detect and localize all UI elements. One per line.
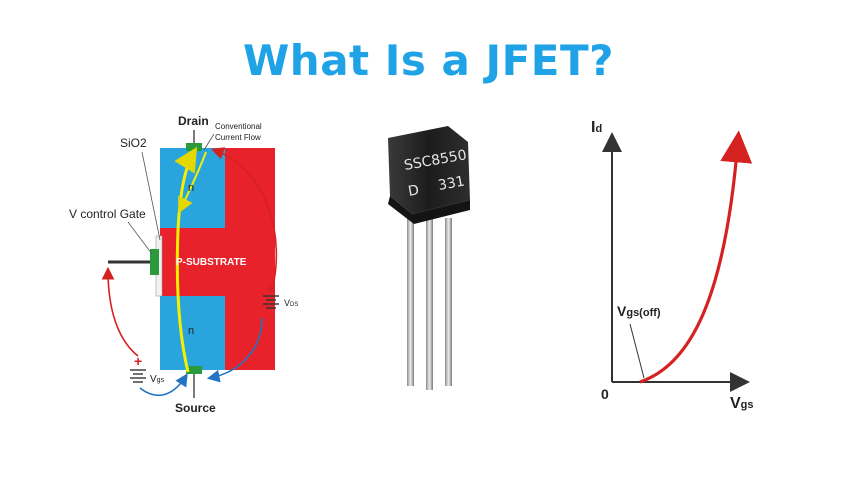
- vgs-battery-icon: [130, 369, 146, 383]
- pinch-off-label: Vgs(off): [617, 303, 661, 319]
- vgs-label-main: V: [150, 374, 157, 385]
- transistor-leg-left: [407, 218, 414, 386]
- vds-return-arrow: [206, 317, 263, 383]
- current-flow-arrow: [174, 146, 198, 373]
- current-flow-arrow-2: [178, 151, 207, 214]
- vds-label-sub: DS: [290, 302, 298, 308]
- x-axis-label-main: V: [730, 395, 741, 412]
- vds-battery-icon: [263, 295, 279, 309]
- flow-pointer: [203, 133, 215, 151]
- origin-label: 0: [601, 386, 609, 402]
- transistor-marking-2a: D: [407, 182, 420, 200]
- n-region-bottom: [160, 296, 225, 370]
- substrate-label: P-SUBSTRATE: [176, 257, 247, 268]
- gate-electrode: [150, 249, 159, 275]
- pinch-off-label-main: V: [617, 303, 627, 319]
- n-region-top-label: n: [188, 182, 194, 194]
- vgs-plus-label: +: [134, 353, 142, 369]
- drain-label: Drain: [178, 114, 209, 128]
- transfer-characteristic-graph: Id Vgs 0 Vgs(off): [591, 119, 754, 412]
- pinch-off-label-sub: gs(off): [626, 307, 661, 319]
- y-axis-label-main: I: [591, 119, 595, 136]
- vgs-loop-arrow: [101, 266, 139, 357]
- transistor-leg-middle: [426, 218, 433, 390]
- vds-plus-label: +: [266, 280, 274, 296]
- source-electrode: [186, 366, 202, 374]
- jfet-structure-diagram: Drain Conventional Current Flow SiO2 V c…: [69, 114, 298, 415]
- source-label: Source: [175, 401, 216, 415]
- x-axis-label: Vgs: [730, 395, 754, 412]
- vgs-label-sub: gs: [157, 377, 165, 384]
- vds-loop-arrow: [210, 147, 278, 291]
- transistor-package-image: SSC8550 D 331: [388, 126, 470, 390]
- y-axis-label-sub: d: [595, 123, 602, 135]
- channel-strip: [160, 228, 174, 296]
- x-axis-label-sub: gs: [741, 399, 754, 411]
- conventional-flow-label-2: Current Flow: [215, 133, 261, 142]
- id-vgs-curve: [639, 130, 753, 384]
- transistor-body-side: [388, 196, 470, 224]
- conventional-flow-label-1: Conventional: [215, 122, 262, 131]
- vds-label: VDS: [284, 298, 298, 308]
- transistor-body-top: [388, 126, 470, 214]
- page-title: What Is a JFET?: [242, 36, 614, 85]
- sio2-pointer: [141, 151, 161, 241]
- drain-electrode: [186, 143, 202, 151]
- sio2-label: SiO2: [120, 136, 147, 150]
- pinch-off-pointer: [629, 323, 645, 379]
- vgs-return-arrow: [139, 373, 188, 397]
- gate-label: V control Gate: [69, 207, 146, 221]
- vgs-label: Vgs: [150, 374, 165, 385]
- vds-label-main: V: [284, 298, 290, 308]
- transistor-marking-2b: 331: [437, 174, 466, 194]
- gate-pointer: [127, 221, 153, 255]
- transistor-leg-right: [445, 218, 452, 386]
- n-region-bottom-label: n: [188, 325, 194, 337]
- y-axis-label: Id: [591, 119, 602, 136]
